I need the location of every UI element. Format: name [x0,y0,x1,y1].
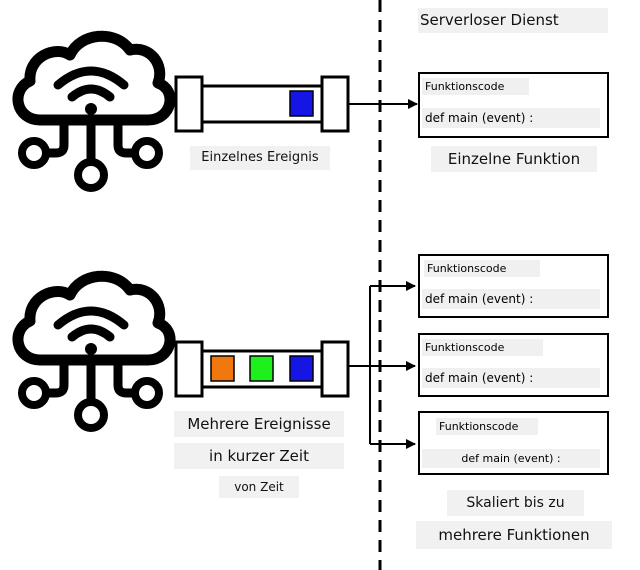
multiple-events-label-line1: Mehrere Ereignisse [174,411,344,437]
event-square [289,90,314,117]
cloud-network-icon [18,36,170,188]
single-event-label: Einzelnes Ereignis [190,146,330,170]
scaling-label-line2: mehrere Funktionen [416,521,612,549]
function-def-label: def main (event) : [422,449,600,468]
event-items [289,90,314,117]
single-function-label: Einzelne Funktion [431,146,597,172]
function-code-label: Funktionscode [422,78,529,95]
function-def-label: def main (event) : [422,108,600,128]
event-queue-multiple [174,340,350,398]
function-box: Funktionscode def main (event) : [418,72,609,138]
function-code-label: Funktionscode [424,260,540,277]
event-square [289,355,314,382]
function-box: Funktionscode def main (event) : [418,333,609,397]
function-def-label: def main (event) : [422,368,600,388]
scaling-label-line1: Skaliert bis zu [447,490,584,516]
cloud-network-icon [18,276,170,428]
function-def-label: def main (event) : [422,289,600,309]
event-square [210,355,235,382]
multiple-events-label-line2: in kurzer Zeit [174,443,344,469]
multiple-events-label-line3: von Zeit [219,476,299,498]
event-items [210,355,314,382]
event-square [249,355,274,382]
function-code-label: Funktionscode [436,418,538,435]
event-queue-single [174,75,350,133]
function-box: Funktionscode def main (event) : [418,254,609,318]
function-box: Funktionscode def main (event) : [418,411,609,475]
function-code-label: Funktionscode [422,339,543,356]
service-title: Serverloser Dienst [418,8,608,33]
fan-out-arrows [348,281,416,449]
